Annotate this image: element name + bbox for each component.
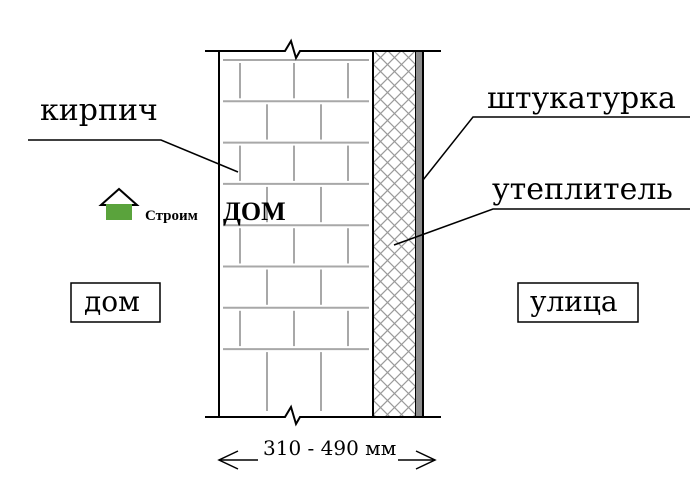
label-plaster: штукатурка: [487, 81, 676, 116]
brick-masonry: [223, 59, 369, 411]
hatch-line: [399, 399, 416, 416]
hatch-line: [373, 8, 416, 51]
insulation-layer: [373, 0, 416, 500]
hatch-line: [373, 470, 416, 500]
top-break-line: [205, 38, 441, 61]
leader-insulation: [393, 208, 690, 246]
leader-brick: [28, 139, 239, 173]
hatch-line: [373, 399, 390, 416]
label-inside: дом: [84, 285, 140, 318]
dimension-label: 310 - 490 мм: [263, 436, 396, 460]
hatch-line: [373, 456, 416, 499]
hatch-line: [373, 0, 416, 23]
plaster-layer: [416, 52, 422, 416]
box-outside: [517, 282, 639, 323]
hatch-line: [373, 0, 416, 37]
leader-lines: [28, 116, 690, 246]
hatch-line: [373, 456, 416, 499]
hatch-line: [373, 0, 416, 37]
hatch-line: [373, 0, 416, 23]
hatch-line: [385, 385, 416, 416]
label-outside: улица: [530, 285, 618, 318]
leader-plaster: [422, 116, 690, 181]
watermark-big-text: ДОМ: [223, 197, 286, 226]
label-insulation: утеплитель: [492, 172, 673, 207]
bottom-break-line: [205, 404, 441, 427]
label-brick: кирпич: [40, 93, 158, 128]
hatch-line: [373, 470, 416, 500]
house-icon: [98, 187, 140, 220]
box-inside: [70, 282, 161, 323]
watermark-small-text: Строим: [145, 208, 198, 224]
watermark: Строим ДОМ: [98, 187, 286, 226]
hatch-line: [373, 8, 416, 51]
